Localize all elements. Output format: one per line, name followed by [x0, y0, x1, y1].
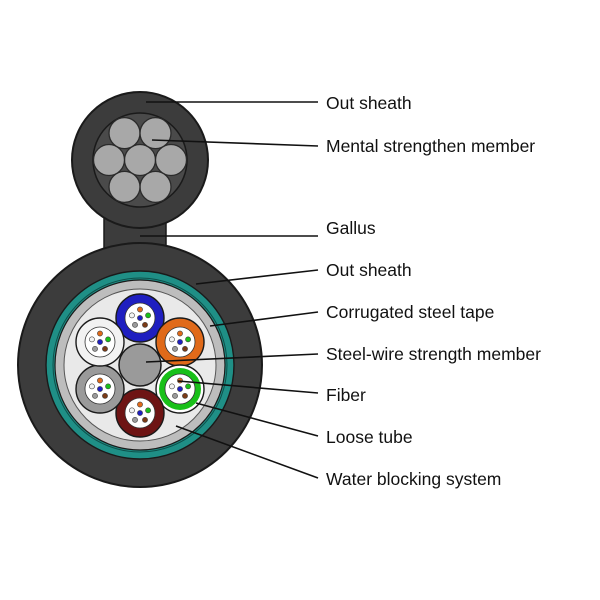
- label-mental-strengthen-member: Mental strengthen member: [326, 136, 535, 156]
- fiber: [97, 377, 103, 384]
- label-loose-tube: Loose tube: [326, 427, 413, 447]
- strength-wire: [123, 143, 157, 177]
- fiber: [182, 345, 188, 352]
- fiber: [145, 407, 151, 414]
- fiber: [177, 339, 183, 345]
- fiber: [89, 336, 95, 343]
- strength-wire: [139, 117, 172, 150]
- fiber: [169, 336, 175, 343]
- fiber: [129, 407, 135, 414]
- fiber: [177, 330, 183, 337]
- label-gallus: Gallus: [326, 218, 376, 238]
- loose-tube-blue: [115, 293, 165, 343]
- label-out-sheath-main: Out sheath: [326, 260, 412, 280]
- fiber: [137, 306, 143, 313]
- fiber: [89, 383, 95, 390]
- fiber: [97, 330, 103, 337]
- fiber: [102, 345, 108, 352]
- fiber: [105, 383, 111, 390]
- leader-lines: [140, 101, 319, 479]
- strength-wire: [139, 170, 172, 203]
- fiber: [169, 383, 175, 390]
- fiber: [142, 321, 148, 328]
- loose-tube-green: [155, 364, 205, 414]
- fiber: [97, 386, 103, 392]
- fiber: [172, 345, 178, 352]
- label-water-blocking-system: Water blocking system: [326, 469, 501, 489]
- label-steel-wire-strength-member: Steel-wire strength member: [326, 344, 541, 364]
- loose-tube-white: [75, 317, 125, 367]
- fiber: [185, 383, 191, 390]
- fiber: [132, 416, 138, 423]
- label-fiber: Fiber: [326, 385, 366, 405]
- strength-wire: [154, 143, 188, 177]
- main-cable-group: [17, 242, 263, 488]
- fiber: [137, 410, 143, 416]
- fiber: [105, 336, 111, 343]
- label-corrugated-steel-tape: Corrugated steel tape: [326, 302, 494, 322]
- leader-steel-wire-strength-member: [145, 353, 319, 363]
- mental-strengthen-member-wires: [92, 117, 188, 203]
- loose-tube-brown: [115, 388, 165, 438]
- leader-water-blocking-system: [175, 425, 319, 479]
- fiber: [132, 321, 138, 328]
- leader-corrugated-steel-tape: [209, 311, 319, 327]
- fiber: [172, 392, 178, 399]
- strength-wire: [108, 170, 141, 203]
- strength-wire: [108, 117, 141, 150]
- fiber: [92, 345, 98, 352]
- loose-tube-orange: [155, 317, 205, 367]
- leader-loose-tube: [195, 402, 319, 437]
- fiber: [129, 312, 135, 319]
- fiber: [142, 416, 148, 423]
- fiber: [102, 392, 108, 399]
- loose-tube-grey: [75, 364, 125, 414]
- labels: Out sheath Mental strengthen member Gall…: [326, 93, 541, 489]
- fiber: [177, 386, 183, 392]
- fiber: [137, 315, 143, 321]
- fiber: [145, 312, 151, 319]
- steel-wire-strength-member: [118, 343, 162, 387]
- fiber: [97, 339, 103, 345]
- label-out-sheath-top: Out sheath: [326, 93, 412, 113]
- leader-out-sheath-main: [195, 269, 319, 285]
- messenger-group: [71, 91, 209, 261]
- fiber: [182, 392, 188, 399]
- strength-wire: [92, 143, 126, 177]
- fiber: [137, 401, 143, 408]
- fiber: [185, 336, 191, 343]
- leader-mental-strengthen-member: [151, 139, 319, 147]
- leader-fiber: [177, 380, 319, 394]
- fiber: [92, 392, 98, 399]
- corrugated-steel-tape-inner-edge: [52, 277, 228, 453]
